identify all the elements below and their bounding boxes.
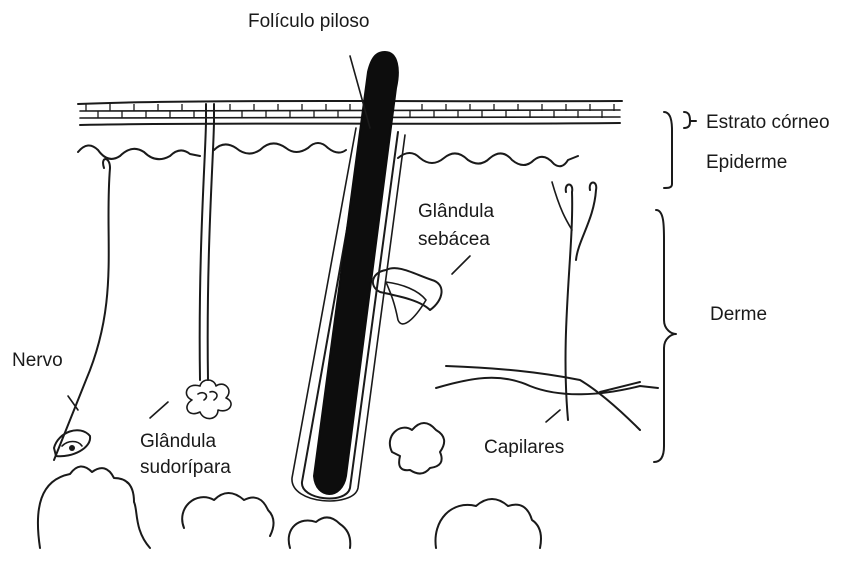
label-sebaceous-gland-line2: sebácea bbox=[418, 228, 490, 252]
label-dermis: Derme bbox=[710, 303, 767, 327]
label-sebaceous-gland-line1: Glândula bbox=[418, 200, 494, 224]
epidermis-boundary-line bbox=[78, 143, 578, 166]
label-epidermis: Epiderme bbox=[706, 151, 787, 175]
label-hair-follicle: Folículo piloso bbox=[248, 10, 369, 34]
layer-brackets bbox=[654, 112, 696, 462]
hair-follicle-drawing bbox=[292, 52, 405, 501]
sweat-gland-drawing bbox=[150, 104, 231, 419]
label-stratum-corneum: Estrato córneo bbox=[706, 111, 830, 135]
label-sweat-gland-line1: Glândula bbox=[140, 430, 216, 454]
fat-lobules-drawing bbox=[38, 423, 541, 548]
label-capillaries: Capilares bbox=[484, 436, 564, 460]
label-nerve: Nervo bbox=[12, 349, 63, 373]
stratum-corneum-layer bbox=[78, 101, 622, 125]
label-sweat-gland-line2: sudorípara bbox=[140, 456, 231, 480]
